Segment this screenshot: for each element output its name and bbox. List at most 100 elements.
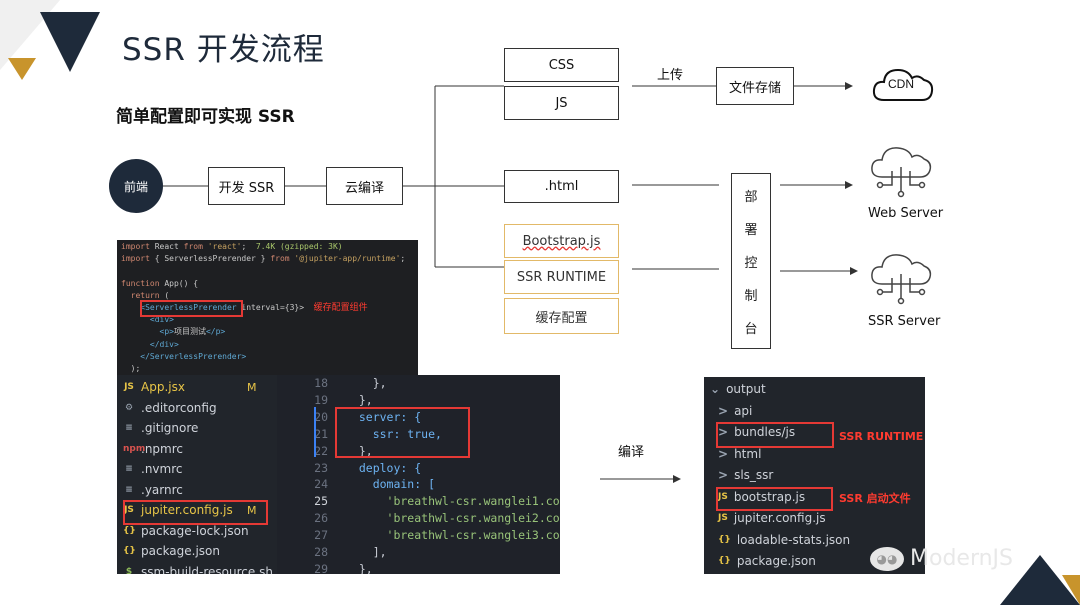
watermark: ◕◕ ModernJS <box>870 546 1013 571</box>
output-folder[interactable]: ⌄output <box>710 382 766 396</box>
ssr-runtime-box: SSR RUNTIME <box>504 260 619 294</box>
highlight-bootstrap-js <box>716 487 833 511</box>
code-line: </ServerlessPrerender> <box>140 351 247 361</box>
output-item-name: api <box>734 403 753 418</box>
output-tree-item[interactable]: > api <box>718 404 752 418</box>
config-code-line: ssr: true, <box>345 426 442 441</box>
output-item-name: bootstrap.js <box>733 489 806 504</box>
config-code-line: server: { <box>345 409 422 424</box>
output-tree-item[interactable]: > html <box>718 447 761 461</box>
file-tree-item[interactable]: ≡ .gitignore <box>123 421 198 435</box>
file-tree-item[interactable]: {} package.json <box>123 544 220 558</box>
line-number: 19 <box>314 392 328 407</box>
line-number: 24 <box>314 477 328 492</box>
file-name: package-lock.json <box>141 523 249 538</box>
file-type-icon: JS <box>124 505 134 515</box>
config-code-line: domain: [ <box>345 477 436 492</box>
output-tree-item[interactable]: {}loadable-stats.json <box>718 533 850 547</box>
css-box: CSS <box>504 48 619 82</box>
config-code-line: 'breathwl-csr.wanglei1.com', <box>345 494 560 509</box>
chevron-right-icon: > <box>718 446 729 461</box>
config-code-line: 'breathwl-csr.wanglei2.com', <box>345 511 560 526</box>
file-type-icon: ≡ <box>125 484 133 495</box>
file-storage-box: 文件存储 <box>716 67 794 105</box>
bootstrap-box: Bootstrap.js <box>504 224 619 258</box>
output-item-name: jupiter.config.js <box>733 511 826 525</box>
output-item-name: loadable-stats.json <box>736 532 851 547</box>
ssr-server-label: SSR Server <box>868 314 941 329</box>
file-type-icon: {} <box>123 525 136 536</box>
file-name: App.jsx <box>141 380 185 394</box>
watermark-text: ModernJS <box>910 546 1013 571</box>
line-number: 18 <box>314 376 328 390</box>
highlight-server-ssr <box>335 407 470 458</box>
file-tree-item[interactable]: npm.npmrc <box>123 442 183 456</box>
file-tree-item[interactable]: ≡.yarnrc <box>123 483 183 497</box>
line-number: 29 <box>314 561 328 574</box>
wechat-icon: ◕◕ <box>870 546 904 571</box>
line-number: 23 <box>314 460 328 475</box>
output-tree-item[interactable]: {} package.json <box>718 554 816 568</box>
config-code-line: }, <box>345 392 373 407</box>
file-name: .gitignore <box>141 421 199 435</box>
highlight-jupiter-config <box>123 500 268 525</box>
code-line <box>121 265 414 277</box>
file-name: ssm-build-resource.sh <box>141 564 273 575</box>
ssr-runtime-annotation: SSR RUNTIME <box>839 430 924 443</box>
output-item-name: sls_ssr <box>734 468 774 482</box>
output-item-name: package.json <box>736 554 816 568</box>
file-name: .editorconfig <box>141 400 217 415</box>
code-line: <ServerlessPrerender interval={3}> 缓存配置组… <box>140 303 368 314</box>
output-tree-item[interactable]: >sls_ssr <box>718 468 773 482</box>
file-name: package.json <box>141 544 221 558</box>
file-type-icon: ≡ <box>125 423 133 433</box>
cache-component-annotation: 缓存配置组件 <box>313 303 368 314</box>
code-line: import { ServerlessPrerender } from '@ju… <box>121 254 406 264</box>
file-tree-item[interactable]: ⚙ .editorconfig <box>123 401 217 415</box>
file-type-icon: {} <box>718 556 731 566</box>
file-tree-item[interactable]: {} package-lock.json <box>123 524 249 538</box>
page-title: SSR 开发流程 <box>122 32 325 68</box>
output-item-name: html <box>734 446 762 461</box>
line-number: 22 <box>314 443 328 458</box>
chevron-right-icon: > <box>718 425 729 439</box>
web-server-label: Web Server <box>868 206 944 221</box>
file-tree-item[interactable]: $ssm-build-resource.sh <box>123 565 273 575</box>
code-line: return ( <box>130 290 170 300</box>
file-type-icon: JS <box>124 382 134 392</box>
modified-indicator <box>314 407 316 457</box>
file-type-icon: npm <box>123 443 146 454</box>
config-code-line: }, <box>345 561 373 574</box>
line-number: 21 <box>314 426 328 441</box>
js-box: JS <box>504 86 619 120</box>
file-type-icon: {} <box>123 546 136 556</box>
frontend-node: 前端 <box>109 159 163 213</box>
dev-ssr-box: 开发 SSR <box>208 167 285 205</box>
code-line: <p>项目测试</p> <box>159 327 226 337</box>
ssr-bootstrap-annotation: SSR 启动文件 <box>839 492 911 505</box>
deploy-console-char: 署 <box>744 222 758 238</box>
cdn-cloud-icon <box>872 68 934 101</box>
file-tree-item[interactable]: ≡.nvmrc <box>123 462 182 476</box>
output-tree-item[interactable]: > bundles/js <box>718 425 795 439</box>
file-name: .npmrc <box>141 441 183 456</box>
cloud-compile-box: 云编译 <box>326 167 403 205</box>
chevron-right-icon: > <box>718 403 729 418</box>
deploy-console-char: 控 <box>744 255 758 271</box>
config-code-line: }, <box>345 443 373 458</box>
deploy-console-char: 部 <box>744 189 758 205</box>
file-type-icon: ⚙ <box>124 402 134 413</box>
output-item-name: bundles/js <box>734 425 796 439</box>
cache-config-box: 缓存配置 <box>504 298 619 334</box>
file-name: jupiter.config.js <box>141 503 233 517</box>
upload-label: 上传 <box>657 68 684 83</box>
code-line: </div> <box>149 339 179 349</box>
chevron-down-icon: ⌄ <box>710 382 721 396</box>
